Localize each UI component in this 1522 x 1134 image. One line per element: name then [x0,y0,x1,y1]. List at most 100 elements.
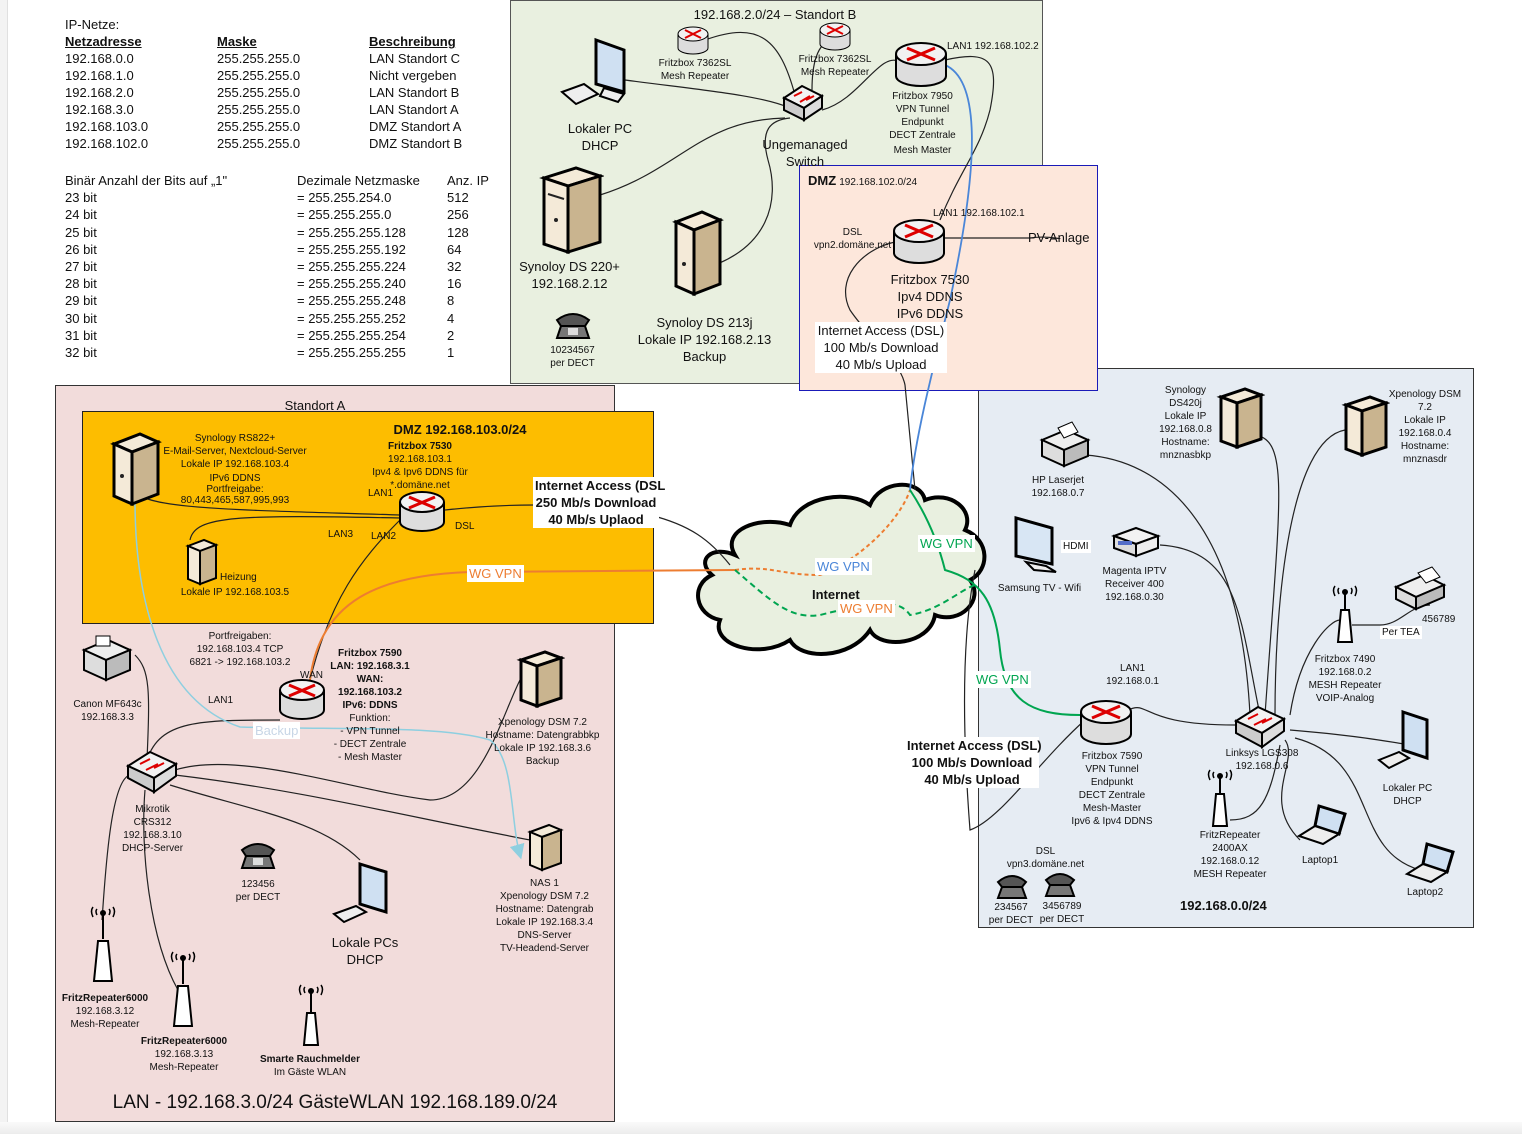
router-icon[interactable] [1078,696,1134,748]
vpn-label-green-c: WG VPN [974,671,1031,688]
maske-cell: 255.255.255.0 [217,136,301,151]
bits-cell: 29 bit [65,293,97,309]
maske-cell: 255.255.255.0 [217,102,301,117]
desktop-pc-icon[interactable] [330,860,398,926]
wire [146,719,281,761]
dect-phone-icon[interactable] [994,872,1030,902]
wifi-repeater-icon[interactable] [1205,768,1235,830]
decimal-mask-cell: = 255.255.255.248 [297,293,406,309]
samsung-tv-label: Samsung TV - Wifi [997,583,1082,594]
switch-icon[interactable] [1232,703,1288,749]
netzadresse-cell: 192.168.3.0 [65,102,134,117]
port-lan1-a: LAN1 [208,695,234,706]
backup-wire [134,499,525,860]
netzadresse-cell: 192.168.0.0 [65,51,134,66]
maske-cell: 255.255.255.0 [217,68,301,83]
nas-server-icon[interactable] [670,208,724,298]
nas-server-icon[interactable] [1215,385,1265,451]
bits-cell: 23 bit [65,190,97,206]
laptop-icon[interactable] [1295,802,1351,846]
ip-count-cell: 256 [447,207,469,223]
wire [309,519,401,681]
router-icon[interactable] [676,24,710,56]
printer-icon[interactable] [78,632,134,684]
port-lan3: LAN3 [328,529,354,540]
header-beschreibung: Beschreibung [369,34,456,49]
wire [101,774,131,921]
dect-phone-icon[interactable] [1042,870,1078,900]
router-icon[interactable] [397,488,447,534]
dect-phone-icon[interactable] [553,310,593,342]
bits-table-header: Binär Anzahl der Bits auf „1" Dezimale N… [65,172,507,189]
router-icon[interactable] [277,676,327,722]
decimal-mask-cell: = 255.255.255.254 [297,327,406,343]
desktop-pc-icon[interactable] [558,36,630,112]
wire [1229,744,1281,821]
per-tea-label: Per TEA [1380,626,1422,639]
laptop-icon[interactable] [1403,840,1459,884]
dect-phone-icon[interactable] [238,840,278,872]
decimal-mask-cell: = 255.255.255.128 [297,224,406,240]
port-lan2: LAN2 [371,531,397,542]
wifi-router-icon[interactable] [1330,584,1360,646]
server-icon[interactable] [184,538,220,586]
standort-a-footer: LAN - 192.168.3.0/24 GästeWLAN 192.168.1… [112,1092,558,1113]
ip-table-title: IP-Netze: [65,17,120,32]
ip-count-cell: 128 [447,224,469,240]
ip-count-cell: 8 [447,293,455,309]
decimal-mask-cell: = 255.255.255.240 [297,276,406,292]
router-icon[interactable] [891,215,947,267]
switch-icon[interactable] [780,82,826,122]
router-icon[interactable] [893,38,949,90]
beschreibung-cell: LAN Standort C [369,51,461,66]
wire [189,516,401,541]
nas-server-icon[interactable] [536,164,604,256]
maske-cell: 255.255.255.0 [217,119,301,134]
router-icon[interactable] [818,20,852,52]
ip-count-cell: 512 [447,190,469,206]
printer-icon[interactable] [1036,418,1092,470]
nas-server-icon[interactable] [1340,393,1390,459]
bits-cell: 25 bit [65,224,97,240]
tv-icon[interactable] [1012,514,1062,576]
switch-icon[interactable] [124,748,180,794]
vpn-label-orange: WG VPN [838,600,895,617]
nas-server-icon[interactable] [525,822,565,872]
wifi-repeater-icon[interactable] [88,905,118,985]
iptv-receiver-icon[interactable] [1110,524,1162,560]
vpn-wire-orange [309,569,736,681]
nas-server-icon[interactable] [108,430,162,508]
netzadresse-cell: 192.168.103.0 [65,119,149,134]
header-decimal-mask: Dezimale Netzmaske [297,173,420,188]
wifi-repeater-icon[interactable] [168,950,198,1030]
wire [599,117,786,196]
wire [1289,619,1341,716]
wire [821,59,901,111]
nas-server-icon[interactable] [515,648,565,708]
desktop-pc-icon[interactable] [1375,708,1437,774]
laptop2-label: Laptop2 [1407,887,1444,898]
fax-icon[interactable] [1390,565,1448,611]
wire [1281,739,1301,841]
decimal-mask-cell: = 255.255.255.192 [297,241,406,257]
smoke-detector-icon[interactable] [296,983,326,1049]
